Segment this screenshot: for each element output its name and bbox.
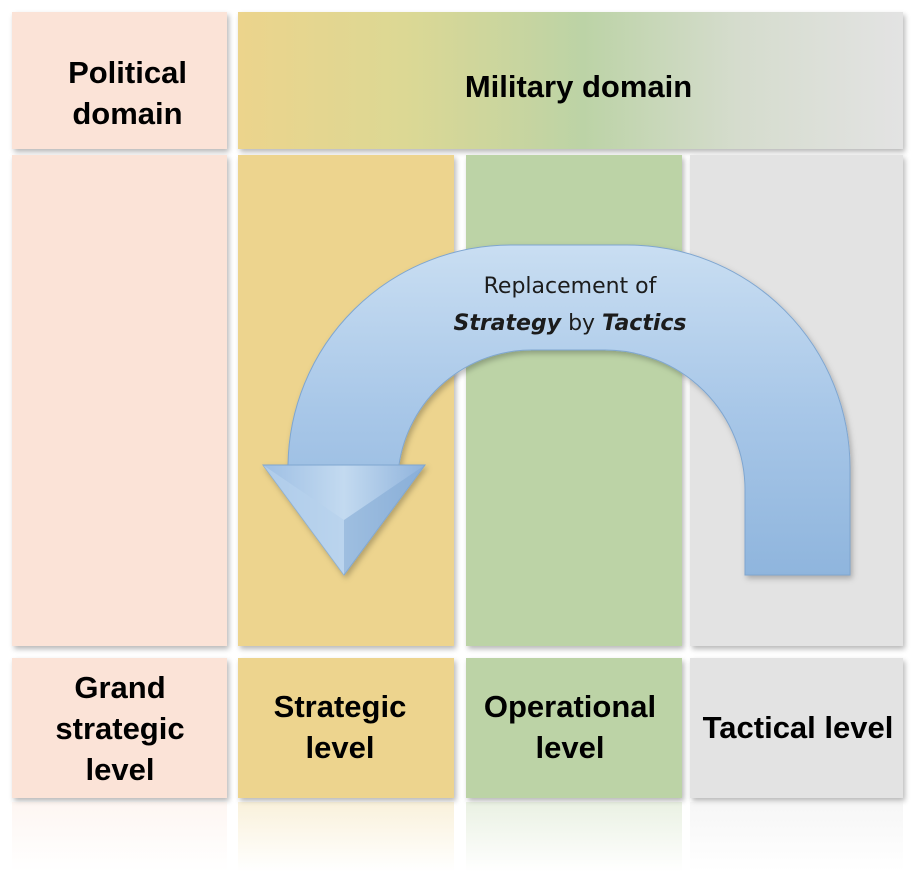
arrow-caption-line2: Strategy by Tactics	[440, 305, 700, 342]
political-domain-header	[12, 12, 227, 149]
reflection-political	[12, 802, 227, 872]
strategic-level-box	[238, 658, 454, 798]
military-domain-header	[238, 12, 903, 149]
military-domain-label: Military domain	[464, 68, 693, 104]
operational-level-label: Operational level	[483, 689, 657, 765]
reflection-operational	[466, 802, 682, 872]
arrow-caption: Replacement of Strategy by Tactics	[440, 268, 700, 342]
arrow-caption-line1: Replacement of	[483, 274, 657, 299]
grand-strategic-level-label: Grand strategic level	[55, 669, 185, 787]
arrow-body	[287, 244, 851, 576]
reflection-strategic	[238, 802, 454, 872]
political-domain-label: Political domain	[68, 55, 187, 131]
tactical-level-box	[690, 658, 903, 798]
reflection-tactical	[690, 802, 903, 872]
grand-strategic-level-box	[12, 658, 227, 798]
tactical-level-label: Tactical level	[702, 709, 894, 745]
arrow-caption-strategy: Strategy	[453, 311, 562, 336]
operational-level-box	[466, 658, 682, 798]
arrow-caption-tactics: Tactics	[602, 311, 687, 336]
arrow-caption-by: by	[568, 311, 596, 336]
strategic-level-label: Strategic level	[273, 689, 407, 765]
political-column-body	[12, 155, 227, 646]
operational-column-body	[466, 155, 682, 646]
